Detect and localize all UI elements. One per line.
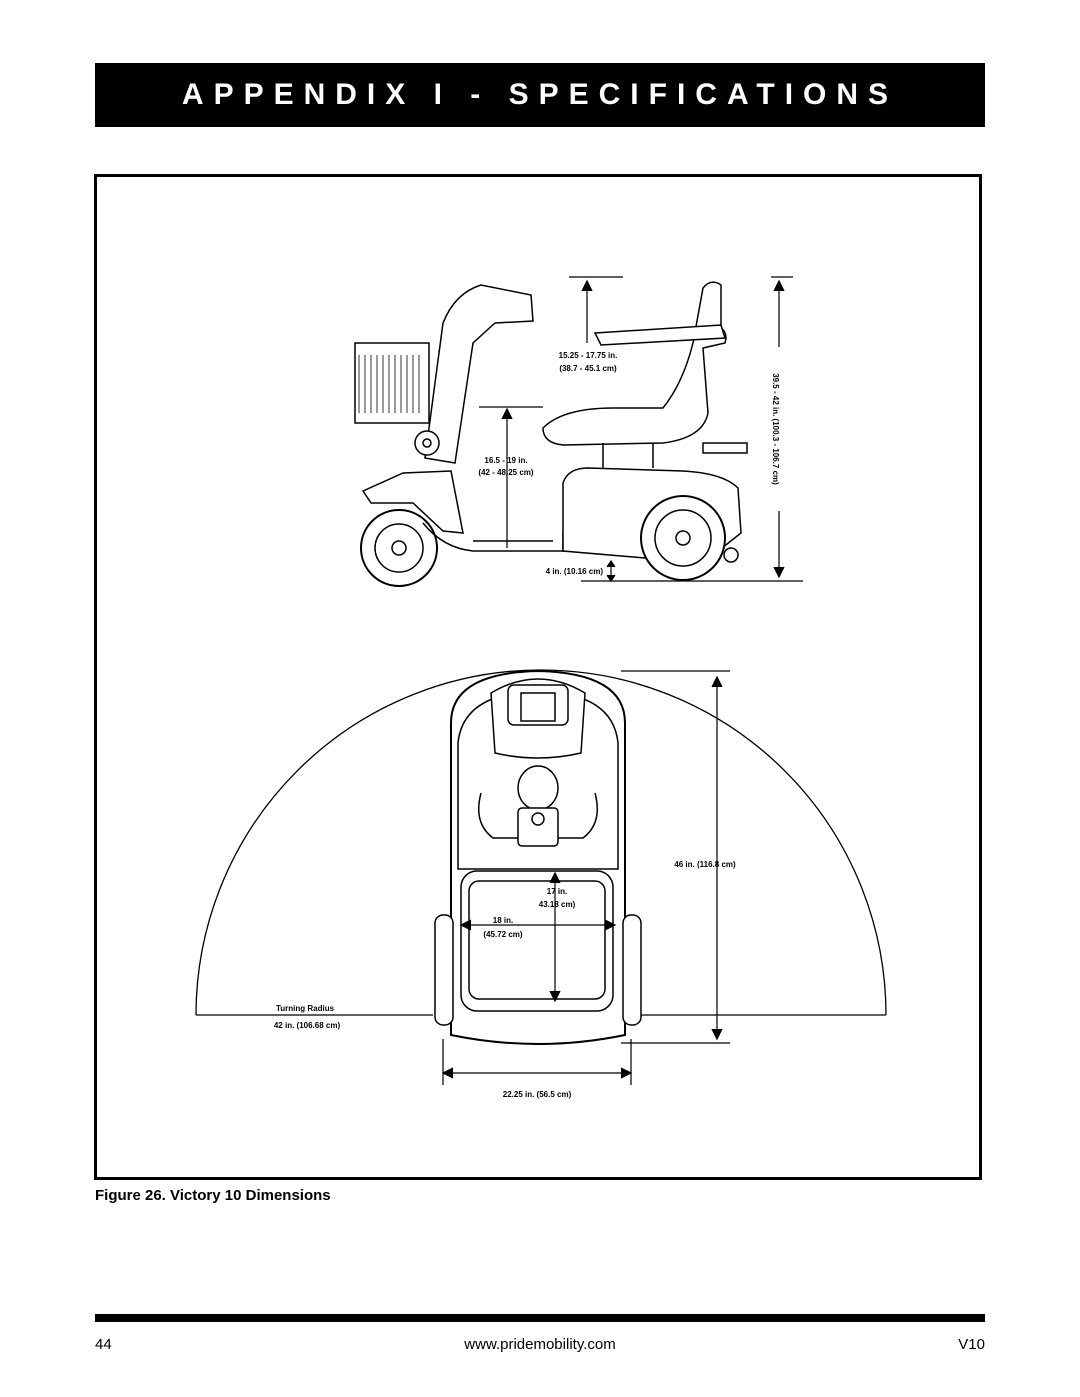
page-number: 44 [95, 1336, 112, 1353]
seat-depth-label: 17 in. [547, 887, 567, 896]
appendix-header-bar: APPENDIX I - SPECIFICATIONS [95, 63, 985, 127]
scooter-side-view [354, 281, 748, 587]
dimension-labels: 15.25 - 17.75 in. (38.7 - 45.1 cm) 16.5 … [274, 351, 780, 1099]
seat-height-metric-label: (42 - 48.25 cm) [478, 468, 533, 477]
dimension-diagram: 15.25 - 17.75 in. (38.7 - 45.1 cm) 16.5 … [195, 276, 887, 1099]
scooter-top-view [434, 669, 642, 1045]
seat-width-metric-label: (45.72 cm) [483, 930, 522, 939]
ground-clearance-label: 4 in. (10.16 cm) [546, 567, 604, 576]
footer-rule [95, 1314, 985, 1322]
figure-frame: 15.25 - 17.75 in. (38.7 - 45.1 cm) 16.5 … [94, 174, 982, 1180]
seat-depth-metric-label: 43.18 cm) [539, 900, 576, 909]
side-dimension-lines [479, 276, 803, 583]
armrest-height-metric-label: (38.7 - 45.1 cm) [559, 364, 617, 373]
armrest-height-label: 15.25 - 17.75 in. [559, 351, 618, 360]
seat-height-label: 16.5 - 19 in. [484, 456, 527, 465]
figure-caption: Figure 26. Victory 10 Dimensions [95, 1187, 331, 1204]
top-dimension-lines [441, 670, 730, 1085]
turning-radius-value: 42 in. (106.68 cm) [274, 1021, 341, 1030]
footer-url: www.pridemobility.com [464, 1336, 616, 1353]
appendix-title: APPENDIX I - SPECIFICATIONS [181, 78, 899, 111]
turning-radius-title: Turning Radius [276, 1004, 335, 1013]
seat-width-label: 18 in. [493, 916, 513, 925]
overall-width-label: 22.25 in. (56.5 cm) [503, 1090, 572, 1099]
overall-length-label: 46 in. (116.8 cm) [674, 860, 736, 869]
version-label: V10 [958, 1336, 985, 1353]
overall-height-label: 39.5 - 42 in. (100.3 - 106.7 cm) [771, 373, 780, 485]
